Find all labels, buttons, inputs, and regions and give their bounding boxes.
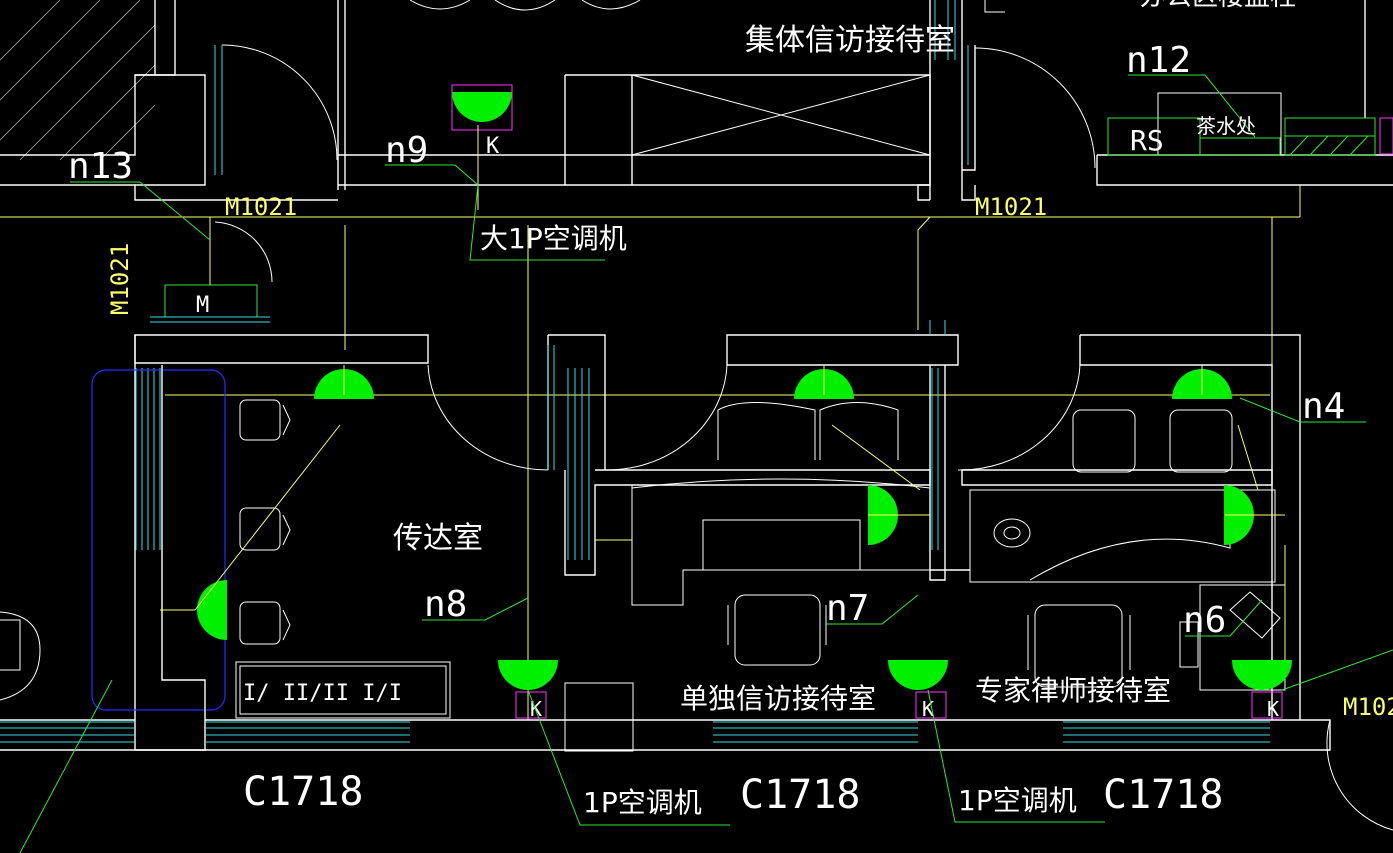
tag-n4: n4 (1302, 386, 1345, 427)
tag-n9: n9 (385, 130, 428, 171)
big-ac-label: 大1P空调机 (480, 222, 627, 255)
room-label-office-top: 办公区楼盘柱 (1140, 0, 1296, 12)
room-label-collective: 集体信访接待室 (745, 23, 955, 58)
room-label-reception: 传达室 (393, 521, 483, 556)
top-door-leaves (214, 0, 969, 175)
lamps (197, 92, 1292, 690)
annotation-lines (0, 185, 1301, 720)
lamp-bottom-1 (498, 660, 558, 690)
window-code-1: C1718 (243, 769, 363, 815)
expert-room-furniture (969, 409, 1286, 691)
windows-bottom (0, 721, 1270, 743)
single-room-furniture (564, 402, 931, 752)
door-code-left: M1021 (225, 193, 297, 221)
tag-n6: n6 (1183, 600, 1226, 641)
leader-lines (19, 74, 1393, 853)
door-arcs-middle (427, 364, 1081, 471)
door-code-mid: M1021 (975, 193, 1047, 221)
hatched-column (0, 0, 156, 161)
blue-partition (91, 369, 226, 711)
room-label-tea: 茶水处 (1196, 114, 1256, 138)
lamp-reception-side (197, 580, 227, 640)
m-box: M (150, 284, 270, 323)
lamp-top (452, 92, 512, 122)
chairs-top (409, 0, 1005, 13)
tag-n13: n13 (68, 146, 133, 187)
reception-furniture: I/ II/II I/I (235, 399, 451, 719)
tag-n8: n8 (424, 584, 467, 625)
door-code-right-edge: M102 (1343, 693, 1393, 721)
tag-n12: n12 (1126, 40, 1191, 81)
room-label-expert: 专家律师接待室 (975, 674, 1171, 707)
tea-counter (1107, 92, 1393, 156)
middle-door-leaves (135, 320, 946, 560)
window-code-3: C1718 (1103, 772, 1223, 818)
door-code-vertical: M1021 (106, 243, 134, 315)
m-box-label: M (196, 293, 209, 318)
lamp-bottom-2 (888, 660, 948, 690)
shelf-label: I/ II/II I/I (243, 681, 402, 706)
outlets (451, 84, 1283, 719)
door-arcs-top (214, 44, 1393, 831)
ac-label-2: 1P空调机 (958, 784, 1077, 817)
room-label-single: 单独信访接待室 (680, 682, 876, 715)
top-walls (0, 0, 1393, 201)
wiring (160, 125, 1286, 660)
far-left-chair (0, 611, 41, 701)
k-label-3: K (1267, 697, 1279, 721)
rs-box-label: RS (1130, 124, 1164, 157)
k-label-top: K (486, 134, 500, 159)
lamp-bottom-3 (1232, 660, 1292, 690)
tag-n7: n7 (826, 588, 869, 629)
ac-label-1: 1P空调机 (583, 786, 702, 819)
window-code-2: C1718 (740, 772, 860, 818)
